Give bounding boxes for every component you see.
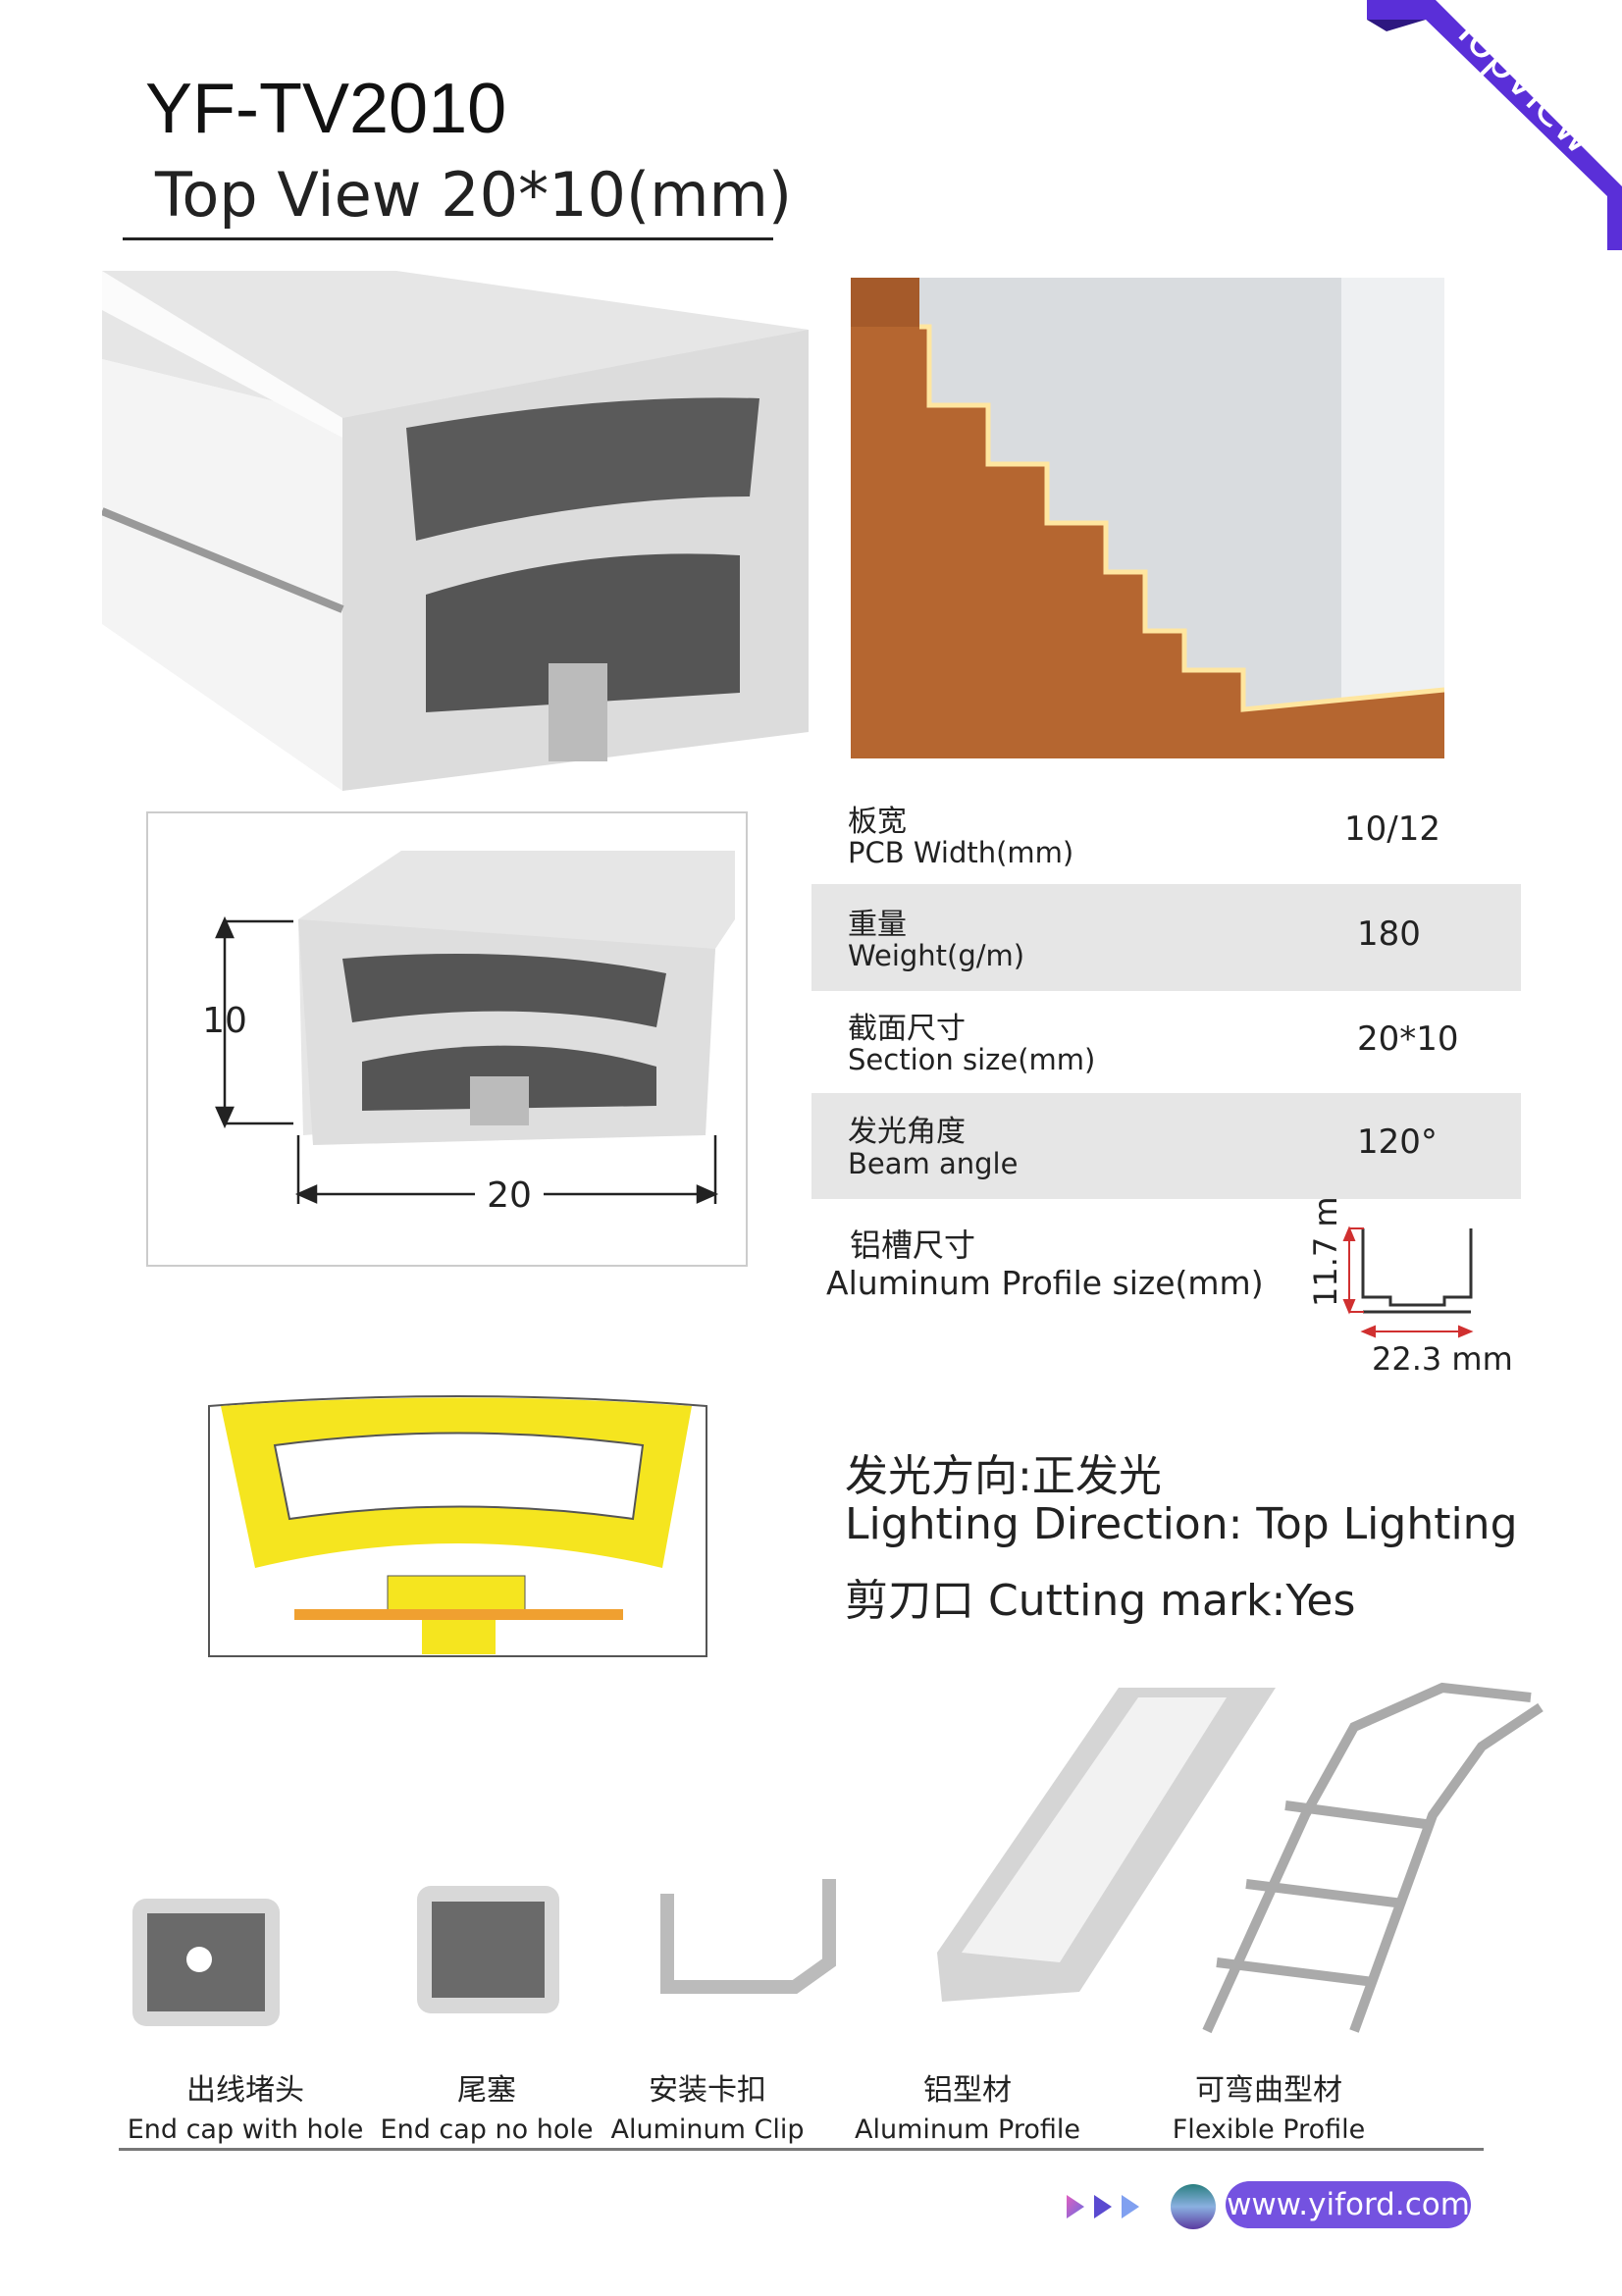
accessory-label-cn: 可弯曲型材 <box>1195 2073 1342 2108</box>
spec-value: 10/12 <box>1344 809 1440 849</box>
title-underline <box>123 237 773 240</box>
accessory-label-en: End cap no hole <box>380 2114 594 2145</box>
accessory-label-cn: 尾塞 <box>457 2073 516 2108</box>
accessory-label-cn: 安装卡扣 <box>649 2073 766 2108</box>
end-cap-with-hole-image <box>132 1899 280 2026</box>
lighting-direction-cn: 发光方向:正发光 <box>845 1451 1162 1501</box>
dimension-diagram: 10 20 <box>146 811 748 1267</box>
spec-value: 180 <box>1357 914 1421 954</box>
cutting-mark: 剪刀口 Cutting mark:Yes <box>845 1576 1356 1626</box>
accessory-label-en: Aluminum Profile <box>855 2114 1080 2145</box>
spec-row-beam-angle: 发光角度 Beam angle 120° <box>811 1093 1521 1199</box>
accessory-label-cn: 铝型材 <box>923 2073 1012 2108</box>
lighting-cross-section <box>208 1395 707 1657</box>
ribbon-label: Topview <box>1442 0 1608 165</box>
footer-decoration <box>1067 2184 1216 2229</box>
spec-label-cn: 重量 <box>848 908 907 942</box>
accessory-flexible-profile: 可弯曲型材 Flexible Profile <box>1141 2065 1396 2145</box>
product-subtitle: Top View 20*10(mm) <box>155 159 793 231</box>
arrow-icon <box>1122 2195 1139 2218</box>
aluminum-width-label: 22.3 mm <box>1372 1340 1513 1376</box>
height-dimension-label: 10 <box>202 1001 247 1041</box>
spec-label-en: PCB Width(mm) <box>848 836 1074 869</box>
accessory-label-en: Flexible Profile <box>1172 2114 1366 2145</box>
spec-label-en: Aluminum Profile size(mm) <box>826 1264 1264 1302</box>
end-cap-no-hole-image <box>417 1886 559 2013</box>
spec-label-en: Beam angle <box>848 1147 1019 1180</box>
accessory-label-en: End cap with hole <box>127 2114 364 2145</box>
aluminum-profile-drawing: 11.7 mm 22.3 mm <box>1307 1199 1513 1376</box>
accessory-label-en: Aluminum Clip <box>610 2114 805 2145</box>
topview-ribbon: Topview <box>1367 0 1622 250</box>
aluminum-height-label: 11.7 mm <box>1307 1199 1344 1307</box>
spec-row-weight: 重量 Weight(g/m) 180 <box>811 884 1521 991</box>
arrow-icon <box>1067 2195 1084 2218</box>
accessory-end-cap-with-hole: 出线堵头 End cap with hole <box>118 2065 373 2145</box>
profile-3d-image <box>102 271 809 791</box>
stair-application-photo <box>851 278 1444 758</box>
accessory-end-cap-no-hole: 尾塞 End cap no hole <box>359 2065 614 2145</box>
product-title: YF-TV2010 <box>145 70 507 148</box>
flexible-profile-image <box>1202 1682 1544 2034</box>
website-link[interactable]: www.yiford.com <box>1226 2181 1471 2228</box>
spec-label-en: Section size(mm) <box>848 1043 1096 1076</box>
lighting-direction-en: Lighting Direction: Top Lighting <box>845 1499 1518 1549</box>
spec-row-pcb-width: 板宽 PCB Width(mm) 10/12 <box>811 790 1521 884</box>
spec-value: 120° <box>1357 1122 1438 1162</box>
arrow-icon <box>1094 2195 1112 2218</box>
spec-row-section-size: 截面尺寸 Section size(mm) 20*10 <box>811 991 1521 1093</box>
footer-divider <box>119 2148 1484 2151</box>
spec-label-cn: 发光角度 <box>848 1115 966 1149</box>
spec-label-cn: 截面尺寸 <box>848 1012 966 1046</box>
globe-icon <box>1171 2184 1216 2229</box>
aluminum-profile-image <box>937 1688 1276 2002</box>
accessory-aluminum-profile: 铝型材 Aluminum Profile <box>840 2065 1095 2145</box>
spec-label-en: Weight(g/m) <box>848 939 1025 972</box>
accessory-label-cn: 出线堵头 <box>186 2073 304 2108</box>
aluminum-clip-image <box>660 1879 836 1994</box>
width-dimension-label: 20 <box>487 1175 532 1216</box>
spec-label-cn: 板宽 <box>848 805 907 839</box>
spec-value: 20*10 <box>1357 1019 1459 1059</box>
spec-row-aluminum-profile: 铝槽尺寸 Aluminum Profile size(mm) <box>811 1199 1521 1376</box>
spec-label-cn: 铝槽尺寸 <box>850 1226 976 1264</box>
accessory-images <box>132 1682 1544 2034</box>
accessory-aluminum-clip: 安装卡扣 Aluminum Clip <box>580 2065 835 2145</box>
